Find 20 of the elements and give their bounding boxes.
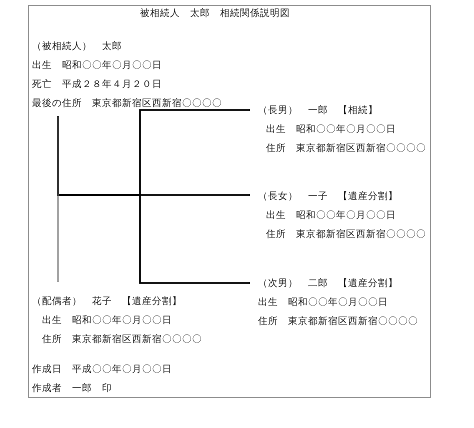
person-detail: 出生 昭和〇〇年〇月〇〇日 [32,59,163,73]
person-detail: 住所 東京都新宿区西新宿〇〇〇〇 [266,228,426,242]
footer-note: 作成日 平成〇〇年〇月〇〇日 [32,363,172,377]
person-heading: （長男） 一郎 【相続】 [258,104,379,118]
person-detail: 住所 東京都新宿区西新宿〇〇〇〇 [42,333,202,347]
person-detail: 出生 昭和〇〇年〇月〇〇日 [266,123,397,137]
person-detail: 出生 昭和〇〇年〇月〇〇日 [266,209,397,223]
person-heading: （次男） 二郎 【遺産分割】 [258,277,399,291]
person-detail: 出生 昭和〇〇年〇月〇〇日 [42,314,173,328]
person-detail: 住所 東京都新宿区西新宿〇〇〇〇 [266,142,426,156]
person-detail: 住所 東京都新宿区西新宿〇〇〇〇 [258,315,418,329]
person-heading: （長女） 一子 【遺産分割】 [258,190,399,204]
person-heading: （被相続人） 太郎 [32,40,123,54]
person-heading: （配偶者） 花子 【遺産分割】 [32,295,183,309]
person-detail: 死亡 平成２８年４月２０日 [32,78,163,92]
person-detail: 最後の住所 東京都新宿区西新宿〇〇〇〇 [32,97,222,111]
relation-line [57,116,59,282]
person-detail: 出生 昭和〇〇年〇月〇〇日 [258,296,389,310]
footer-note: 作成者 一郎 印 [32,382,112,396]
diagram-title: 被相続人 太郎 相続関係説明図 [140,7,290,21]
